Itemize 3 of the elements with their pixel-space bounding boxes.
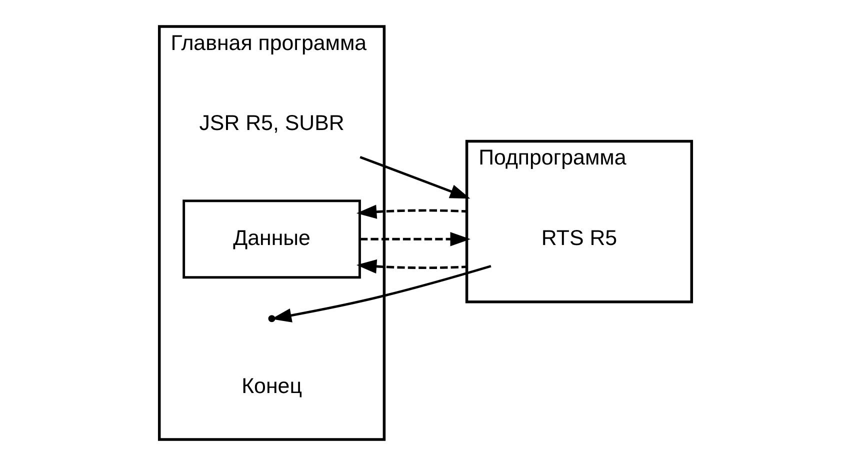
label: Конец (242, 374, 302, 398)
node-text: RTS R5 (541, 226, 618, 250)
node-text: JSR R5, SUBR (199, 111, 344, 136)
